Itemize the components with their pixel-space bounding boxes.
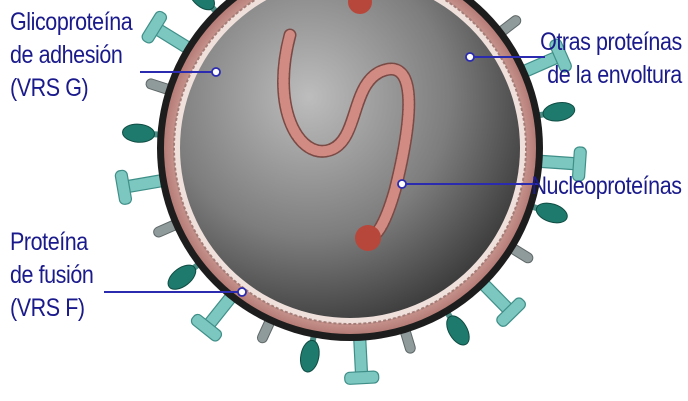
leader-nucleoproteins-endpoint <box>398 180 406 188</box>
label-g-protein-line-2: de adhesión <box>10 39 132 72</box>
label-g-protein: Glicoproteína de adhesión (VRS G) <box>10 6 132 105</box>
g-protein-knob <box>442 312 474 349</box>
label-f-protein: Proteína de fusión (VRS F) <box>10 226 93 325</box>
label-envelope-proteins-line-2: de la envoltura <box>540 59 682 92</box>
label-f-protein-line-3: (VRS F) <box>10 292 93 325</box>
g-protein-knob <box>542 100 577 123</box>
label-g-protein-line-1: Glicoproteína <box>10 6 132 39</box>
leader-g-protein-endpoint <box>212 68 220 76</box>
label-f-protein-line-1: Proteína <box>10 226 93 259</box>
g-protein-knob <box>122 123 155 143</box>
label-g-protein-line-3: (VRS G) <box>10 72 132 105</box>
label-f-protein-line-2: de fusión <box>10 259 93 292</box>
leader-envelope-proteins-endpoint <box>466 53 474 61</box>
nucleocapsid-end-bottom <box>355 225 381 251</box>
label-envelope-proteins: Otras proteínas de la envoltura <box>540 26 682 92</box>
g-protein-knob <box>534 199 570 226</box>
g-protein-knob <box>298 339 322 374</box>
label-nucleoproteins: Nucleoproteínas <box>532 170 682 203</box>
f-protein-head <box>344 371 379 385</box>
leader-f-protein-endpoint <box>238 288 246 296</box>
label-envelope-proteins-line-1: Otras proteínas <box>540 26 682 59</box>
label-nucleoproteins-line-1: Nucleoproteínas <box>532 170 682 203</box>
f-protein-head <box>115 170 133 206</box>
